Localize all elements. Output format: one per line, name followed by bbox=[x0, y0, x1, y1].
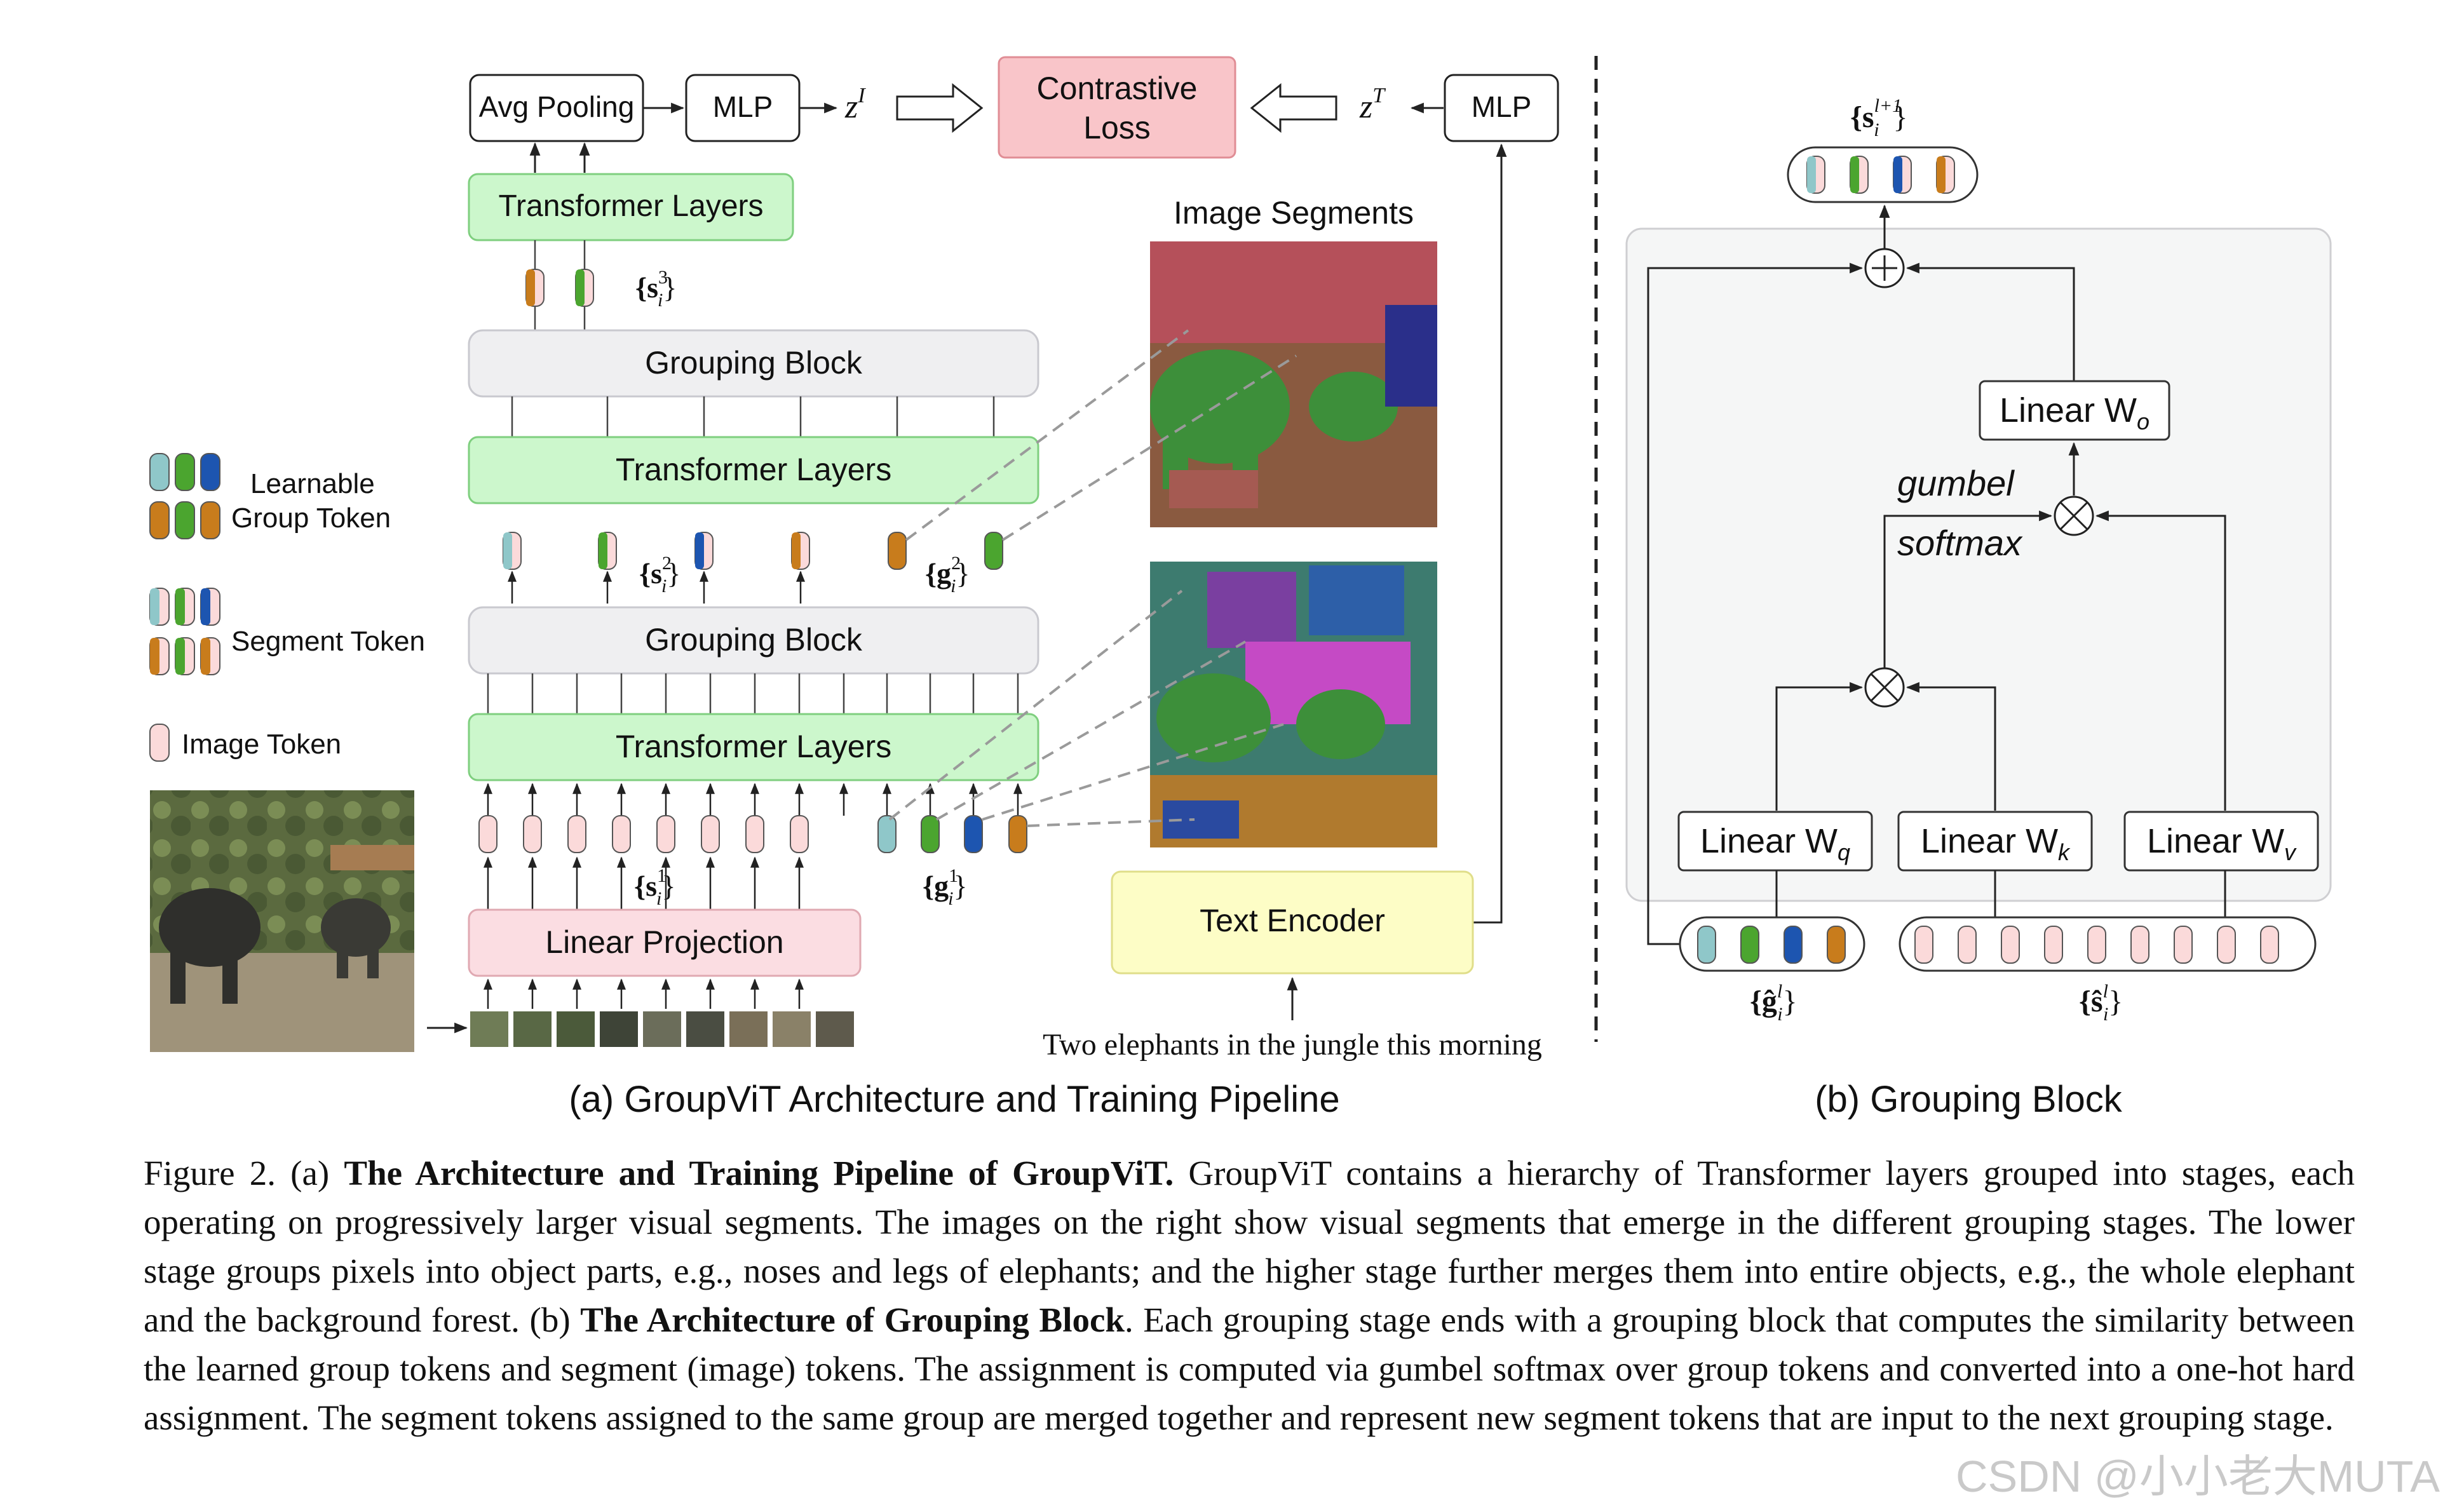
contrastive-loss-box: Contrastive Loss bbox=[998, 56, 1236, 159]
g1-token-orange bbox=[1008, 815, 1027, 853]
watermark: CSDN @小小老大MUTA bbox=[1956, 1452, 2440, 1501]
grouping-block-2: Grouping Block bbox=[468, 329, 1039, 398]
caption-text-2: . Each grouping stage ends with a groupi… bbox=[144, 1300, 2355, 1437]
legend-segment-label: Segment Token bbox=[231, 626, 425, 657]
text-input-sentence: Two elephants in the jungle this morning bbox=[1043, 1028, 1542, 1062]
g-hat-token-group bbox=[1679, 916, 1865, 972]
g1-token-teal bbox=[877, 815, 897, 853]
hollow-arrow-right bbox=[896, 83, 984, 133]
gumbel-label: gumbel bbox=[1897, 463, 2015, 503]
linear-wq-box: Linear Wq bbox=[1677, 811, 1873, 872]
figure-caption: Figure 2. (a) The Architecture and Train… bbox=[144, 1149, 2355, 1442]
contrastive-label-line2: Loss bbox=[1083, 110, 1151, 145]
grouping-block-1: Grouping Block bbox=[468, 606, 1039, 675]
avg-pooling-box: Avg Pooling bbox=[469, 74, 644, 142]
g1-token-green bbox=[921, 815, 940, 853]
linear-projection-label: Linear Projection bbox=[545, 924, 783, 960]
contrastive-label-line1: Contrastive bbox=[1037, 71, 1198, 106]
s3-token-orange bbox=[525, 269, 545, 307]
groupvit-figure: Avg Pooling MLP zI Contrastive Loss zT M… bbox=[149, 56, 2332, 1120]
mlp-text-box: MLP bbox=[1444, 74, 1559, 142]
transformer-layers-1: Transformer Layers bbox=[468, 713, 1039, 781]
segments-stage-1 bbox=[1150, 562, 1437, 847]
legend-learnable-line1: Learnable bbox=[250, 468, 375, 499]
linear-wq-label: Linear Wq bbox=[1700, 822, 1850, 865]
mlp-image-label: MLP bbox=[713, 90, 773, 123]
mlp-text-label: MLP bbox=[1472, 90, 1532, 123]
multiply-operator-bottom bbox=[1864, 667, 1905, 708]
legend-segment-token: Segment Token bbox=[149, 588, 425, 675]
transformer-layers-2: Transformer Layers bbox=[468, 436, 1039, 504]
caption-bold-1: The Architecture and Training Pipeline o… bbox=[344, 1154, 1174, 1192]
linear-wv-label: Linear Wv bbox=[2147, 822, 2297, 865]
linear-wo-label: Linear Wo bbox=[2000, 391, 2149, 435]
multiply-operator-top bbox=[2054, 496, 2094, 536]
legend-image-token: Image Token bbox=[149, 724, 341, 762]
g2-token-green bbox=[984, 532, 1003, 570]
hollow-arrow-left bbox=[1250, 83, 1337, 133]
grouping-block-1-label: Grouping Block bbox=[645, 622, 863, 658]
g1-token-blue bbox=[964, 815, 983, 853]
softmax-label: softmax bbox=[1897, 523, 2023, 563]
transformer-layers-3-label: Transformer Layers bbox=[499, 189, 764, 223]
linear-wv-box: Linear Wv bbox=[2123, 811, 2319, 872]
linear-wk-box: Linear Wk bbox=[1897, 811, 2093, 872]
legend-learnable-line2: Group Token bbox=[231, 503, 391, 534]
g2-token-orange bbox=[888, 532, 907, 570]
text-encoder-box: Text Encoder bbox=[1111, 870, 1474, 975]
legend-learnable-group-token: Learnable Group Token bbox=[149, 453, 391, 539]
legend-image-label: Image Token bbox=[182, 729, 341, 760]
image-token-row bbox=[478, 815, 809, 853]
image-patch-strip bbox=[470, 1011, 854, 1047]
transformer-layers-3: Transformer Layers bbox=[468, 173, 794, 241]
s-next-token-group bbox=[1787, 146, 1979, 203]
add-operator bbox=[1864, 248, 1905, 288]
caption-b: (b) Grouping Block bbox=[1815, 1079, 2123, 1120]
text-encoder-label: Text Encoder bbox=[1200, 903, 1385, 938]
linear-wo-box: Linear Wo bbox=[1979, 380, 2170, 441]
s2-token-teal bbox=[503, 532, 522, 570]
s2-token-blue bbox=[694, 532, 714, 570]
s2-token-orange bbox=[791, 532, 810, 570]
transformer-layers-1-label: Transformer Layers bbox=[616, 729, 891, 764]
s2-token-green bbox=[598, 532, 617, 570]
z-image-symbol: zI bbox=[844, 84, 866, 125]
caption-text-1: GroupViT contains a hierarchy of Transfo… bbox=[144, 1154, 2355, 1339]
input-image bbox=[150, 790, 414, 1052]
s3-token-green bbox=[575, 269, 594, 307]
avg-pooling-label: Avg Pooling bbox=[479, 90, 635, 123]
caption-bold-2: The Architecture of Grouping Block bbox=[580, 1300, 1125, 1339]
s-hat-token-group bbox=[1899, 916, 2317, 972]
caption-label: Figure 2. (a) bbox=[144, 1154, 344, 1192]
z-text-symbol: zT bbox=[1359, 84, 1386, 125]
linear-wk-label: Linear Wk bbox=[1921, 822, 2071, 865]
caption-a: (a) GroupViT Architecture and Training P… bbox=[569, 1079, 1339, 1120]
transformer-layers-2-label: Transformer Layers bbox=[616, 452, 891, 487]
grouping-block-2-label: Grouping Block bbox=[645, 345, 863, 381]
image-segments-title: Image Segments bbox=[1174, 195, 1414, 231]
linear-projection-box: Linear Projection bbox=[468, 908, 862, 977]
segments-stage-2 bbox=[1150, 241, 1437, 527]
mlp-image-box: MLP bbox=[685, 74, 801, 142]
